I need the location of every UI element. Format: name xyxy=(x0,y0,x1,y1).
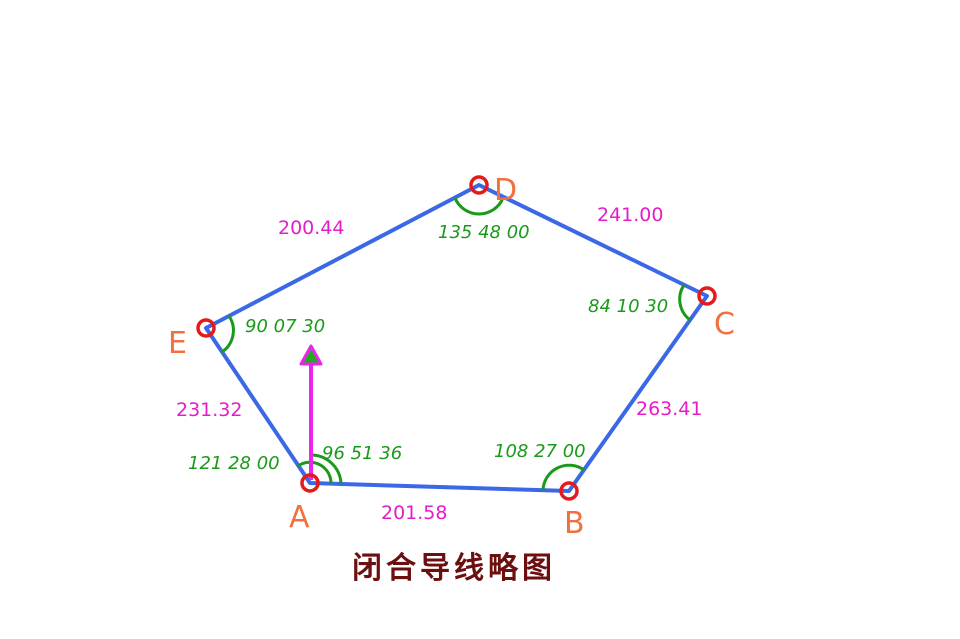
angle-arc-a-outer xyxy=(310,453,343,485)
distance-label-de: 200.44 xyxy=(278,217,344,239)
angle-label-a-connection: 96 51 36 xyxy=(322,443,402,464)
angle-arcs xyxy=(221,197,691,491)
point-label-a: A xyxy=(289,500,310,535)
station-marker-d[interactable] xyxy=(469,175,489,195)
distance-label-ab: 201.58 xyxy=(381,502,447,524)
station-marker-b[interactable] xyxy=(559,481,579,501)
distance-label-cd: 241.00 xyxy=(597,204,663,226)
angle-label-a-interior: 121 28 00 xyxy=(188,453,280,474)
point-label-e: E xyxy=(168,326,187,361)
angle-arc-a-inner xyxy=(297,460,333,485)
distance-labels: 201.58 263.41 241.00 200.44 231.32 xyxy=(176,204,702,524)
point-labels: A B C D E xyxy=(168,173,735,541)
north-arrow-head-icon xyxy=(299,344,323,366)
station-marker-a[interactable] xyxy=(300,473,320,493)
point-label-c: C xyxy=(714,307,735,342)
station-marker-e[interactable] xyxy=(196,318,216,338)
angle-label-c: 84 10 30 xyxy=(588,296,668,317)
distance-label-ea: 231.32 xyxy=(176,399,242,421)
point-label-d: D xyxy=(494,173,517,208)
point-label-b: B xyxy=(564,506,585,541)
angle-arc-e xyxy=(221,315,235,354)
angle-arc-b xyxy=(541,463,585,491)
traverse-polygon xyxy=(204,183,709,493)
north-arrow xyxy=(299,344,323,480)
station-markers xyxy=(196,175,717,501)
traverse-edges xyxy=(204,183,709,493)
diagram-title: 闭合导线略图 xyxy=(352,551,556,586)
distance-label-bc: 263.41 xyxy=(636,398,702,420)
station-marker-c[interactable] xyxy=(697,286,717,306)
angle-label-d: 135 48 00 xyxy=(438,222,530,243)
angle-arc-d xyxy=(453,197,505,216)
angle-labels: 121 28 00 96 51 36 108 27 00 84 10 30 13… xyxy=(188,222,668,474)
angle-arc-c xyxy=(678,284,691,322)
angle-label-e: 90 07 30 xyxy=(245,316,325,337)
angle-label-b: 108 27 00 xyxy=(494,441,586,462)
